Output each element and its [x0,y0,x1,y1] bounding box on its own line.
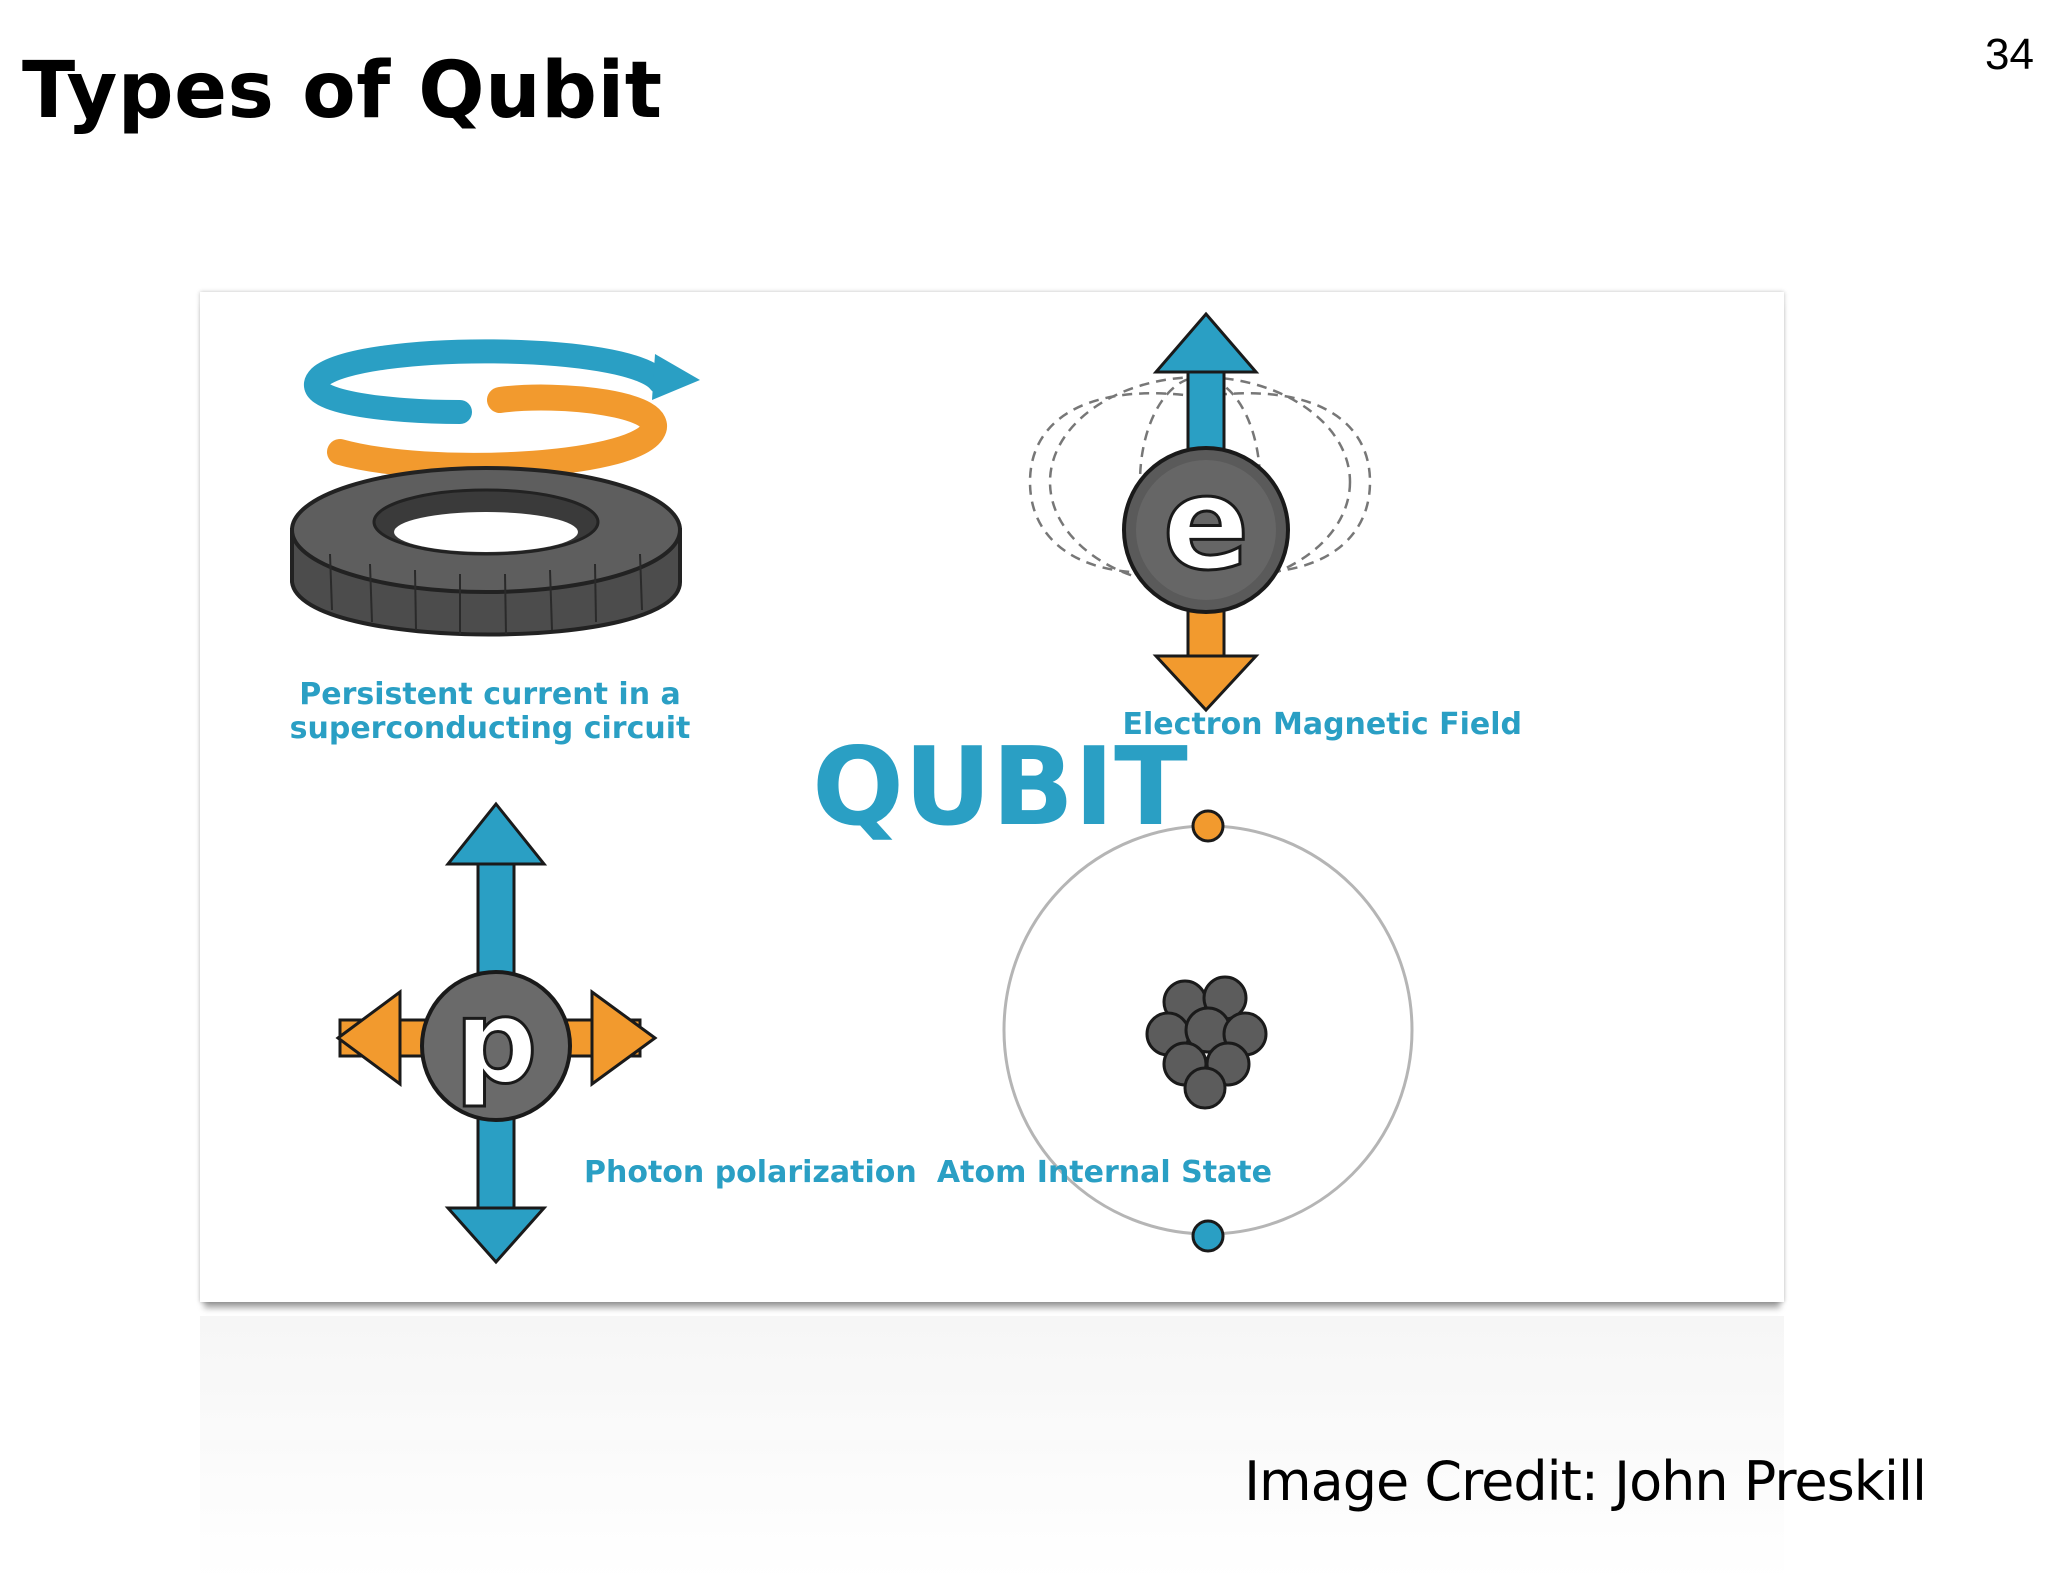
electron-spin-icon: e [1028,311,1372,713]
page-number: 34 [1985,30,2034,79]
electron-glyph: e [1163,450,1250,599]
electron-label: Electron Magnetic Field [1123,707,1522,742]
photon-polarization-icon: p [335,801,658,1265]
slide-title: Types of Qubit [22,46,663,136]
atom-label: Atom Internal State [937,1155,1272,1190]
image-credit: Image Credit: John Preskill [1244,1450,1927,1513]
qubit-center-label: QUBIT [812,725,1188,850]
superconducting-ring-icon [290,339,700,637]
figure-reflection [200,1316,1784,1582]
atom-orbit-icon [1002,809,1414,1253]
photon-label: Photon polarization [584,1155,917,1190]
superconducting-label-line2: superconducting circuit [290,711,691,746]
superconducting-label-line1: Persistent current in a [299,677,681,712]
qubit-figure: Persistent current in a superconducting … [200,292,1784,1302]
photon-glyph: p [454,975,537,1110]
